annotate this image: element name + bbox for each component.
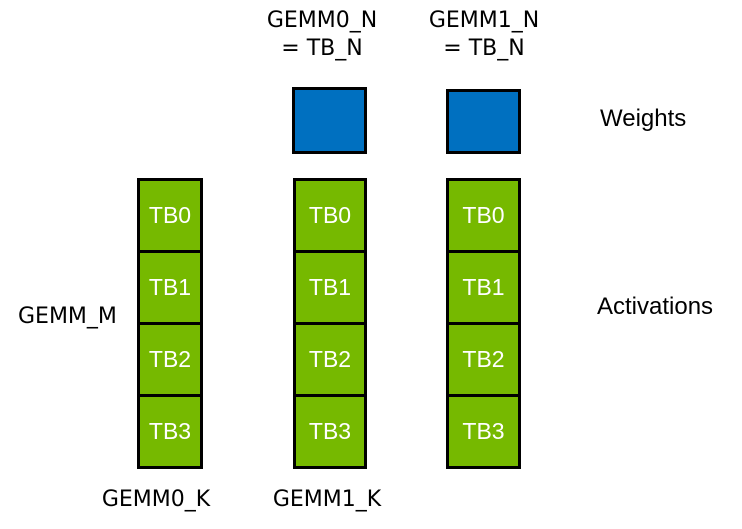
tb-cell: TB0 [140, 181, 200, 253]
tb-cell: TB3 [140, 397, 200, 466]
gemm1-n-line2: = TB_N [443, 36, 525, 61]
activation-column-gemm1: TB0 TB1 TB2 TB3 [293, 178, 367, 469]
tb-cell: TB2 [449, 325, 518, 397]
gemm1-n-label: GEMM1_N = TB_N [409, 7, 559, 63]
tb-cell: TB2 [140, 325, 200, 397]
tb-cell: TB1 [296, 253, 364, 325]
gemm-m-label: GEMM_M [18, 304, 117, 329]
tb-cell: TB0 [449, 181, 518, 253]
gemm1-n-line1: GEMM1_N [428, 8, 540, 33]
tb-cell: TB1 [449, 253, 518, 325]
weights-label: Weights [600, 105, 687, 132]
gemm0-k-label: GEMM0_K [101, 487, 211, 512]
tb-cell: TB3 [449, 397, 518, 466]
activation-column-right: TB0 TB1 TB2 TB3 [446, 178, 521, 469]
tb-cell: TB0 [296, 181, 364, 253]
gemm1-k-label: GEMM1_K [272, 487, 382, 512]
activations-label: Activations [597, 293, 714, 320]
gemm0-n-line2: = TB_N [281, 36, 363, 61]
tb-cell: TB3 [296, 397, 364, 466]
activation-column-gemm0: TB0 TB1 TB2 TB3 [137, 178, 203, 469]
gemm0-n-label: GEMM0_N = TB_N [247, 7, 397, 63]
gemm0-n-line1: GEMM0_N [266, 8, 378, 33]
weight-tile-gemm0 [292, 87, 367, 154]
weight-tile-gemm1 [446, 89, 521, 154]
tb-cell: TB2 [296, 325, 364, 397]
tb-cell: TB1 [140, 253, 200, 325]
